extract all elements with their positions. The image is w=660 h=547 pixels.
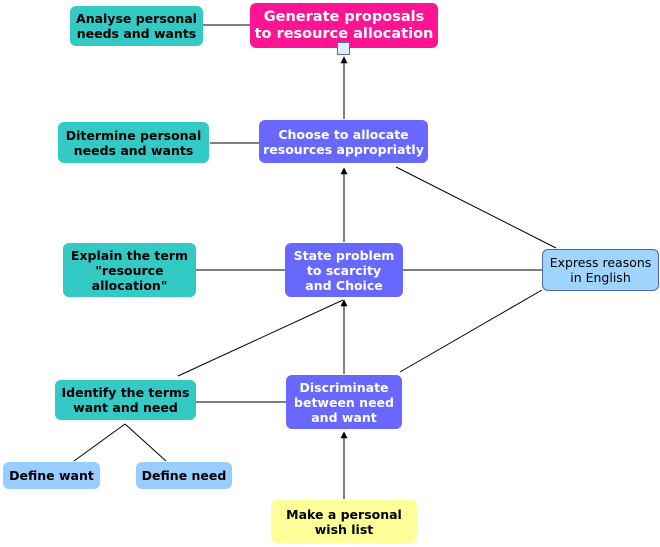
node-state-problem[interactable]: State problem to scarcity and Choice (285, 243, 403, 297)
link-identify-state (177, 299, 344, 377)
node-express-reasons[interactable]: Express reasons in English (542, 249, 659, 291)
link-discriminate-express (399, 289, 543, 373)
image-attachment-icon[interactable] (337, 42, 350, 55)
node-ditermine-needs[interactable]: Ditermine personal needs and wants (58, 122, 209, 163)
node-wish-list[interactable]: Make a personal wish list (271, 500, 417, 543)
node-analyse-needs[interactable]: Analyse personal needs and wants (70, 6, 203, 46)
node-choose-allocate[interactable]: Choose to allocate resources appropriatl… (259, 120, 428, 163)
link-choose-express (395, 166, 557, 249)
link-identify-defineneed (124, 423, 167, 462)
link-identify-definewant (73, 423, 126, 462)
node-define-want[interactable]: Define want (3, 462, 100, 489)
node-explain-term[interactable]: Explain the term "resource allocation" (63, 243, 196, 297)
node-discriminate[interactable]: Discriminate between need and want (286, 375, 402, 429)
node-define-need[interactable]: Define need (136, 462, 232, 489)
node-identify-terms[interactable]: Identify the terms want and need (55, 380, 196, 420)
node-generate-proposals[interactable]: Generate proposals to resource allocatio… (250, 3, 438, 48)
